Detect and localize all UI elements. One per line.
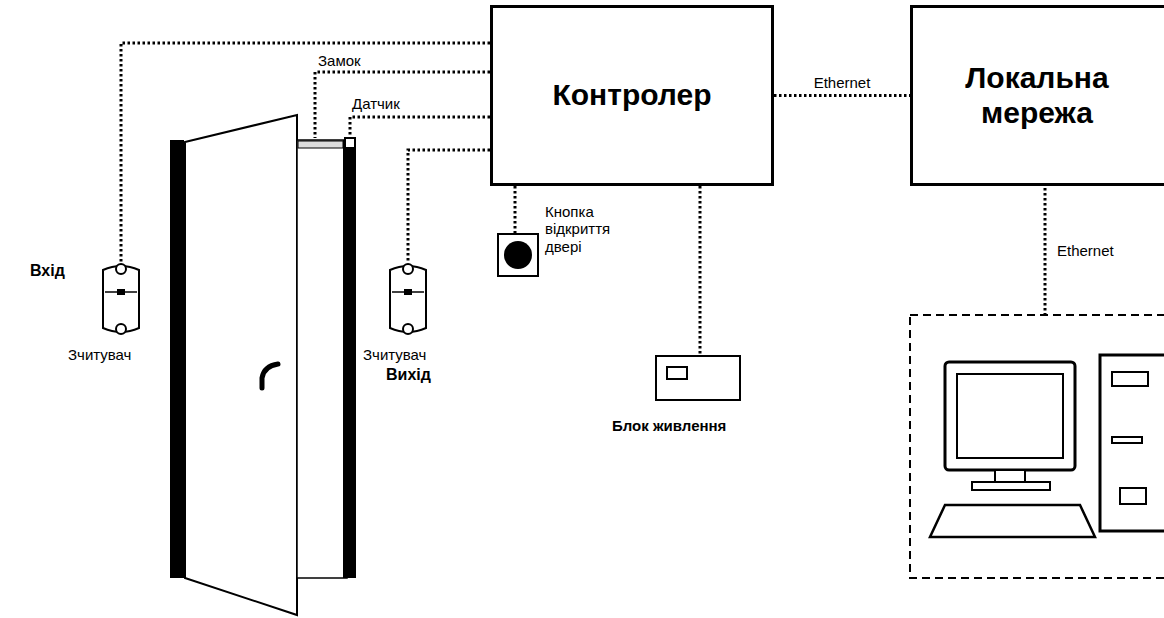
psu-symbol <box>655 355 741 401</box>
wire-label: Замок <box>316 53 363 70</box>
reader-symbol <box>384 262 432 336</box>
node-title: Локальна мережа <box>942 61 1132 130</box>
controller-box: Контролер <box>490 5 774 186</box>
node-label: Блок живлення <box>612 417 726 434</box>
entry-reader: ВхідЗчитувач <box>97 262 145 336</box>
network-box: Локальна мережа <box>910 5 1164 186</box>
node-title: Контролер <box>552 78 711 113</box>
dotted-wire <box>121 43 490 262</box>
wire-label: Датчик <box>350 96 402 113</box>
node-label: Вхід <box>30 262 65 280</box>
edge-label: Ethernet <box>812 75 873 92</box>
node-label: Зчитувач <box>68 346 131 363</box>
computer <box>910 315 1164 578</box>
dotted-wire <box>774 94 910 97</box>
dotted-wire <box>408 150 490 262</box>
dotted-wire <box>699 186 702 355</box>
reader-symbol <box>97 262 145 336</box>
node-label: Зчитувач <box>363 346 426 363</box>
node-label: Кнопка відкриття двері <box>545 203 625 255</box>
exit-button: Кнопка відкриття двері <box>497 233 539 277</box>
dotted-wire <box>514 186 517 233</box>
node-label: Вихід <box>386 366 431 384</box>
exit-reader: ЗчитувачВихід <box>384 262 432 336</box>
link-label: Ethernet <box>1055 243 1116 260</box>
door <box>170 115 356 615</box>
button-symbol <box>497 233 539 277</box>
power-supply: Блок живлення <box>655 355 741 401</box>
